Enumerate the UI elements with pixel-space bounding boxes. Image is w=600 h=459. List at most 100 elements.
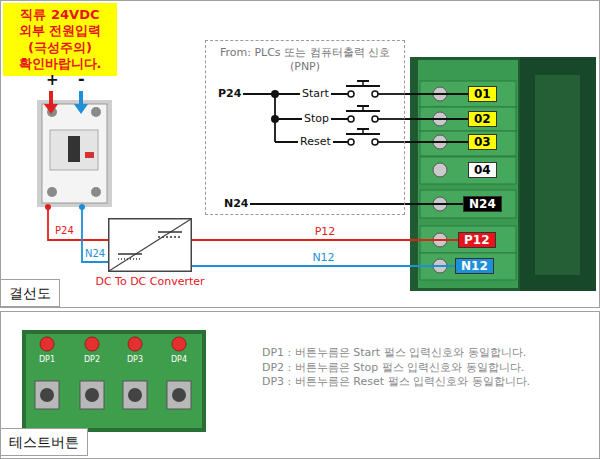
node-text: N24	[469, 197, 496, 211]
wire-connector	[192, 239, 458, 241]
polarity-arrow	[49, 91, 53, 106]
panel-tab: 결선도	[0, 279, 60, 307]
switch-wiring	[271, 90, 279, 98]
push-button-symbol	[357, 128, 369, 130]
switch-wiring	[271, 115, 279, 123]
converter-symbol	[108, 218, 192, 272]
node-text: 01	[474, 87, 491, 101]
polarity-arrow	[74, 104, 88, 114]
signal-name: Stop	[302, 112, 331, 126]
circuit-breaker	[42, 104, 107, 203]
wire-connector	[405, 141, 468, 143]
wire-connector	[405, 93, 468, 95]
circuit-breaker	[37, 100, 112, 207]
terminal-label: 02	[468, 111, 497, 127]
terminal-block-photo	[433, 163, 447, 177]
terminal-label: 04	[468, 162, 497, 178]
node-text: 테스트버튼	[9, 433, 79, 451]
polarity-arrow	[79, 91, 83, 106]
input-wire	[82, 207, 108, 262]
terminal-label: 01	[468, 86, 497, 102]
test-button-board-photo	[22, 330, 206, 432]
test-button-board-photo	[80, 381, 104, 409]
button-note: DP2 : 버튼누름은 Stop 펄스 입력신호와 동일합니다.	[262, 361, 524, 374]
node-text: 직류 24VDC 외부 전원입력 (극성주의) 확인바랍니다.	[14, 7, 106, 72]
led-name: DP4	[171, 355, 187, 365]
terminal-label: P12	[458, 232, 496, 248]
push-button-symbol	[357, 105, 369, 107]
circuit-breaker	[50, 130, 98, 170]
circuit-breaker	[37, 100, 112, 207]
terminal-label: N12	[455, 258, 494, 274]
circuit-breaker	[85, 152, 94, 158]
switch-wiring	[250, 203, 406, 205]
node-text: 04	[474, 163, 491, 177]
test-button-board-photo	[35, 381, 59, 409]
input-wire	[48, 207, 108, 240]
terminal-label: 03	[468, 134, 497, 150]
test-button-board-photo	[22, 330, 206, 432]
push-button-symbol	[348, 91, 354, 97]
circuit-breaker	[91, 107, 101, 117]
switch-wiring	[243, 93, 348, 95]
led-name: DP2	[84, 355, 100, 365]
dc-symbol	[118, 253, 142, 255]
wire-name: N12	[312, 251, 334, 264]
test-button-board-photo	[40, 337, 54, 351]
wire-name: N24	[85, 247, 105, 260]
terminal-block-photo	[420, 131, 516, 156]
wire-connector	[405, 203, 463, 205]
polarity-arrow	[44, 104, 58, 114]
terminal-block-photo	[520, 57, 596, 291]
node-text: 03	[474, 135, 491, 149]
signal-source-box: From: PLCs 또는 컴퓨터출력 신호 (PNP)	[205, 40, 405, 215]
push-button-symbol	[346, 81, 380, 145]
switch-wiring	[243, 90, 406, 204]
push-button-symbol	[372, 91, 378, 97]
test-button-board-photo	[128, 388, 142, 402]
panel-frame	[1, 1, 600, 308]
warning-box: 직류 24VDC 외부 전원입력 (극성주의) 확인바랍니다.	[3, 3, 117, 76]
wire-connector	[405, 118, 468, 120]
node-text: N12	[461, 259, 488, 273]
node-text: 결선도	[9, 284, 51, 302]
polarity-arrow	[44, 91, 88, 114]
input-wire	[45, 204, 108, 262]
push-button-symbol	[348, 139, 354, 145]
wire-name: P24	[55, 224, 74, 237]
signal-name: Start	[300, 87, 331, 101]
switch-wiring	[378, 118, 406, 120]
circuit-breaker	[68, 136, 80, 162]
signal-name: P24	[218, 87, 241, 101]
terminal-block-photo	[535, 75, 580, 275]
switch-wiring	[378, 93, 406, 95]
led-name: DP3	[127, 355, 143, 365]
test-button-board-photo	[85, 337, 99, 351]
wire-connector	[192, 265, 455, 267]
node-text: DC To DC Converter	[90, 275, 210, 288]
wire-name: P12	[315, 225, 336, 238]
test-button-board-photo	[40, 388, 54, 402]
node-text: From: PLCs 또는 컴퓨터출력 신호 (PNP)	[210, 46, 400, 75]
test-button-board-photo	[128, 337, 142, 351]
led-name: DP1	[39, 355, 55, 365]
test-button-board-photo	[85, 388, 99, 402]
panel-frame	[1, 312, 600, 459]
polarity-sign: +	[46, 71, 59, 89]
panel-tab: 테스트버튼	[0, 428, 88, 456]
push-button-symbol	[372, 116, 378, 122]
dc-symbol	[118, 258, 142, 260]
test-button-board-photo	[26, 334, 202, 428]
signal-name: N24	[224, 197, 249, 211]
converter-outline	[109, 219, 192, 272]
terminal-block-photo	[410, 57, 596, 291]
test-button-board-photo	[172, 388, 186, 402]
push-button-symbol	[372, 139, 378, 145]
test-button-board-photo	[123, 381, 147, 409]
terminal-block-photo	[420, 157, 516, 184]
signal-name: Reset	[298, 135, 333, 149]
dc-symbol	[158, 231, 182, 233]
terminal-block-photo	[410, 57, 596, 291]
